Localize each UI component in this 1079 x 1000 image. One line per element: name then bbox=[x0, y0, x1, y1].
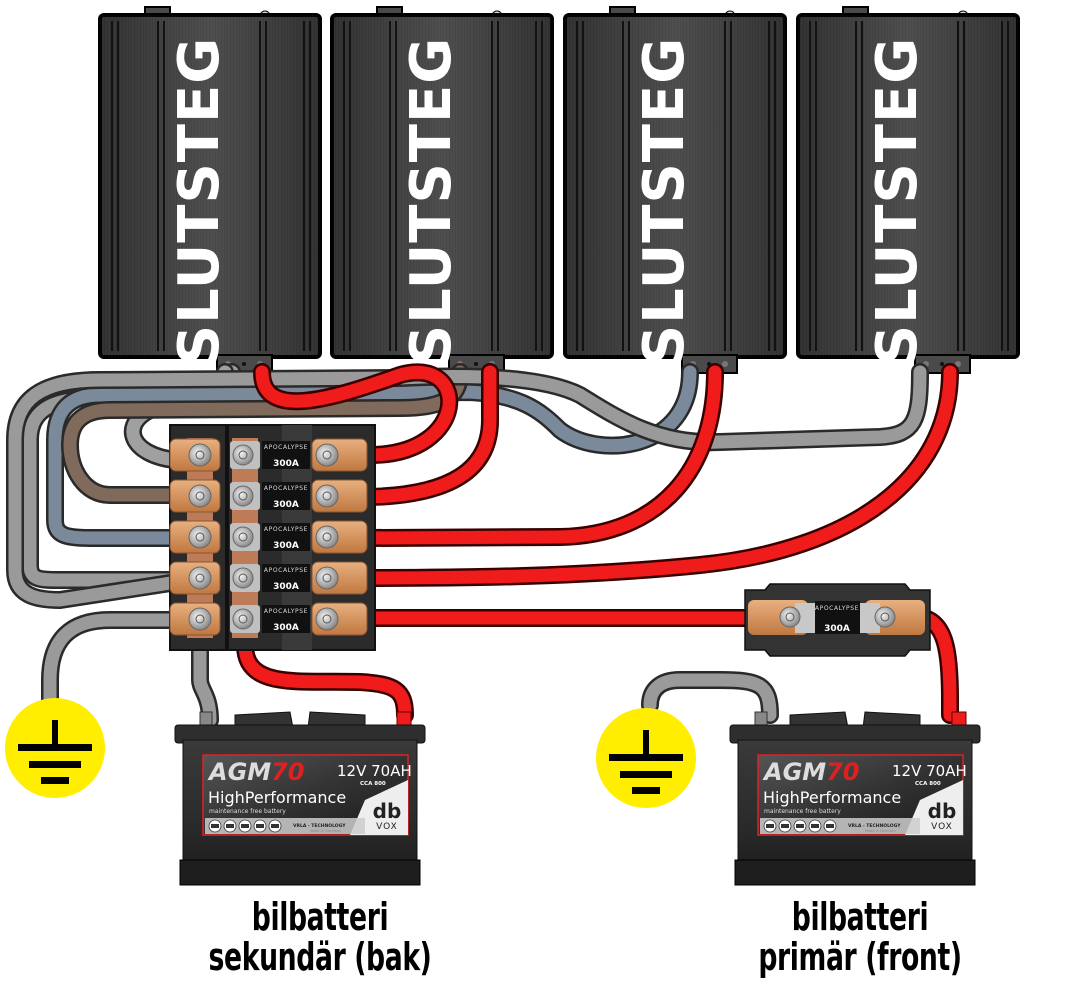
caption-line-2: primär (front) bbox=[758, 935, 962, 979]
fuse-row: APOCALYPSE 300A bbox=[169, 438, 368, 472]
ground-icon bbox=[596, 708, 696, 808]
fuse-row: APOCALYPSE 300A bbox=[169, 520, 368, 554]
battery-brand-logo: db bbox=[373, 799, 402, 823]
battery-tagline: maintenance free battery bbox=[209, 808, 286, 815]
battery-spec: 12V 70AH bbox=[337, 762, 412, 780]
amplifier: SLUTSTEG bbox=[330, 6, 554, 374]
battery-cca: CCA 800 bbox=[915, 781, 941, 787]
primary-battery-caption: bilbatteri primär (front) bbox=[704, 897, 1016, 977]
battery-brand-subtext: VOX bbox=[931, 822, 953, 832]
amplifier-label: SLUTSTEG bbox=[632, 37, 697, 365]
battery-series: HighPerformance bbox=[763, 788, 901, 807]
battery-made-in: Made in Germany bbox=[865, 829, 896, 833]
battery-model-number: 70 bbox=[271, 758, 304, 786]
fuse-brand: APOCALYPSE bbox=[264, 526, 308, 533]
battery-tagline: maintenance free battery bbox=[764, 808, 841, 815]
fuse-row: APOCALYPSE 300A bbox=[169, 561, 368, 595]
amplifier: SLUTSTEG bbox=[98, 6, 322, 374]
battery-cca: CCA 800 bbox=[360, 781, 386, 787]
fuse-brand: APOCALYPSE bbox=[264, 608, 308, 615]
fuse-rating: 300A bbox=[273, 623, 299, 633]
fuse-brand: APOCALYPSE bbox=[264, 485, 308, 492]
fuse-rating: 300A bbox=[273, 500, 299, 510]
battery-model-number: 70 bbox=[826, 758, 859, 786]
battery-technology: VRLA - TECHNOLOGY bbox=[293, 823, 346, 829]
inline-fuse-rating: 300A bbox=[824, 624, 850, 634]
inline-fuse-holder: APOCALYPSE 300A bbox=[744, 583, 931, 657]
ground-icon bbox=[5, 698, 105, 798]
fuse-row: APOCALYPSE 300A bbox=[169, 602, 368, 636]
amplifier-label: SLUTSTEG bbox=[167, 37, 232, 365]
amplifier: SLUTSTEG bbox=[563, 6, 787, 374]
battery-model-prefix: AGM bbox=[762, 758, 826, 786]
battery-series: HighPerformance bbox=[208, 788, 346, 807]
caption-line-2: sekundär (bak) bbox=[208, 935, 432, 979]
fuse-brand: APOCALYPSE bbox=[264, 444, 308, 451]
battery-model-prefix: AGM bbox=[207, 758, 271, 786]
secondary-battery-caption: bilbatteri sekundär (bak) bbox=[164, 897, 476, 977]
battery-made-in: Made in Germany bbox=[310, 829, 341, 833]
battery-technology: VRLA - TECHNOLOGY bbox=[848, 823, 901, 829]
distribution-block: APOCALYPSE 300A APOCALYPSE 300A APOCALYPSE 30… bbox=[169, 424, 376, 651]
amplifier-label: SLUTSTEG bbox=[399, 37, 464, 365]
fuse-rating: 300A bbox=[273, 459, 299, 469]
amplifier: SLUTSTEG bbox=[796, 6, 1020, 374]
fuse-brand: APOCALYPSE bbox=[264, 567, 308, 574]
caption-line-1: bilbatteri bbox=[251, 895, 389, 939]
fuse-row: APOCALYPSE 300A bbox=[169, 479, 368, 513]
fuse-rating: 300A bbox=[273, 582, 299, 592]
battery-brand-subtext: VOX bbox=[376, 822, 398, 832]
battery-spec: 12V 70AH bbox=[892, 762, 967, 780]
fuse-rating: 300A bbox=[273, 541, 299, 551]
caption-line-1: bilbatteri bbox=[791, 895, 929, 939]
amplifier-label: SLUTSTEG bbox=[865, 37, 930, 365]
battery-brand-logo: db bbox=[928, 799, 957, 823]
inline-fuse-brand: APOCALYPSE bbox=[815, 605, 859, 612]
